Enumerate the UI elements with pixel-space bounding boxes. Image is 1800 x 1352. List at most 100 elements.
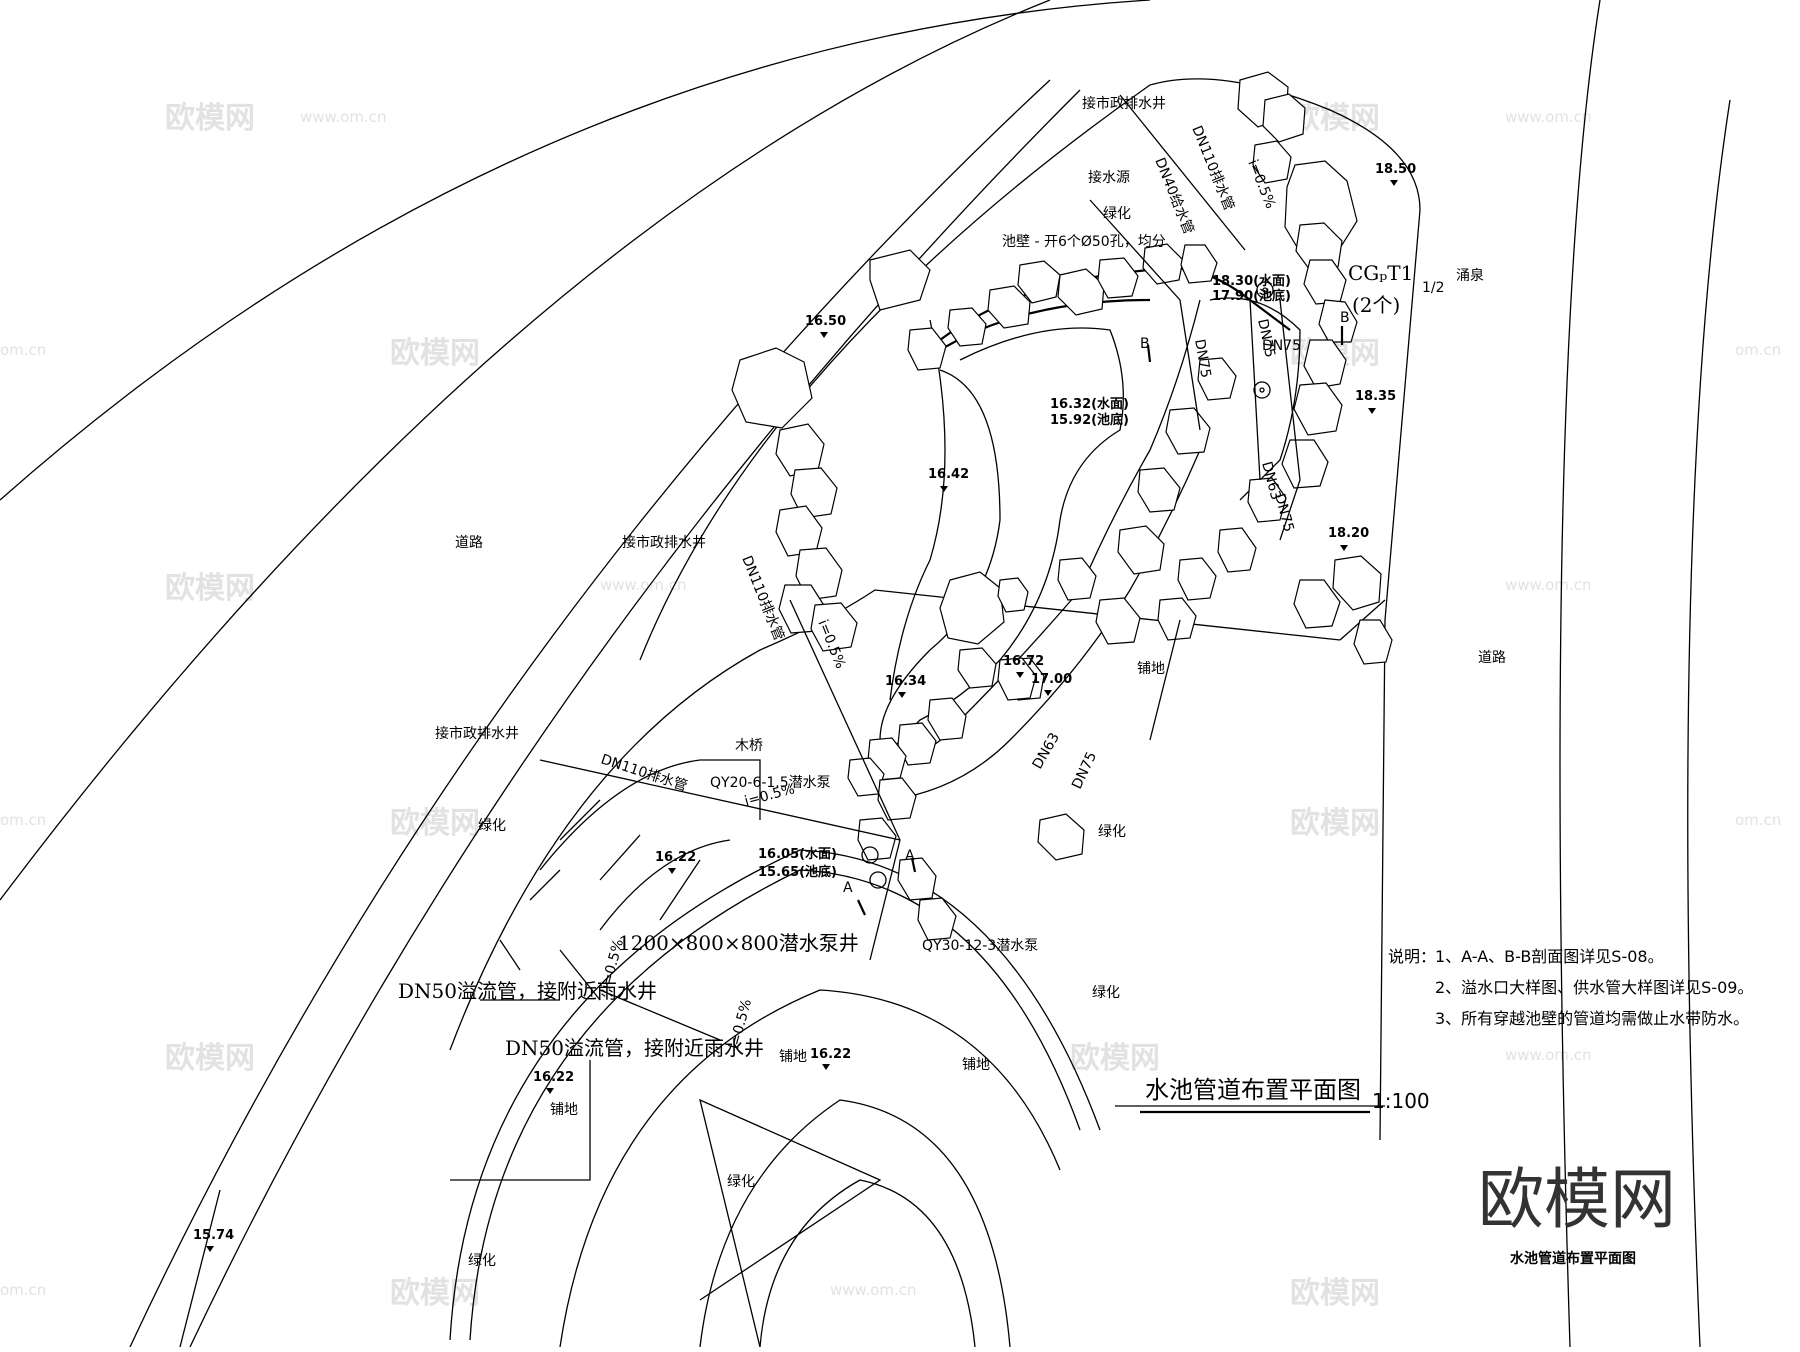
watermark-url: om.cn	[0, 811, 46, 829]
brand-logo: 欧模网	[1478, 1161, 1676, 1238]
elevation-triangle	[940, 486, 948, 492]
section-b-label: B	[1340, 310, 1350, 326]
elevation-triangle	[822, 1064, 830, 1070]
watermark-url: www.om.cn	[600, 576, 687, 594]
elevation-label: 16.72	[1003, 654, 1044, 669]
plaza-rings	[179, 759, 1101, 1348]
elevation-triangle	[1044, 690, 1052, 696]
drawing-scale: 1:100	[1372, 1089, 1430, 1113]
green-label: 绿化	[478, 818, 506, 834]
watermark-url: www.om.cn	[830, 1281, 917, 1299]
pool-wall-note: 池壁 - 开6个Ø50孔，均分	[1002, 234, 1166, 250]
elevation-label: 16.42	[928, 467, 969, 482]
watermark-logo: 欧模网	[165, 101, 255, 136]
watermark-logo: 欧模网	[1290, 1276, 1380, 1311]
section-b-label: B	[1140, 336, 1150, 352]
watermark-url: www.om.cn	[1505, 1046, 1592, 1064]
section-a-label: A	[843, 880, 853, 896]
pump-2-label: QY30-12-3潜水泵	[922, 938, 1038, 954]
dn110-drain-label: DN110排水管	[738, 554, 787, 643]
watermark-logo: 欧模网	[390, 1276, 480, 1311]
watermark-logo: 欧模网	[390, 806, 480, 841]
fountain-name: 涌泉	[1456, 267, 1484, 284]
title-block: 水池管道布置平面图 1:100 欧模网 水池管道布置平面图	[1145, 1076, 1676, 1267]
elevation-label: 18.20	[1328, 526, 1369, 541]
bridge-label: 木桥	[735, 738, 763, 754]
watermark-url: om.cn	[0, 1281, 46, 1299]
elevation-triangle	[546, 1088, 554, 1094]
overflow-label: DN50溢流管，接附近雨水井	[505, 1036, 764, 1060]
green-label: 绿化	[727, 1174, 755, 1190]
watermark-layer: 欧模网 www.om.cn 欧模网 www.om.cn 欧模网 om.cn 欧模…	[0, 101, 1781, 1311]
notes-heading: 说明：	[1388, 947, 1436, 966]
watermark-url: www.om.cn	[1505, 576, 1592, 594]
fountain-fraction: 1/2	[1422, 280, 1445, 296]
watermark-logo: 欧模网	[1290, 101, 1380, 136]
paving-label: 铺地	[550, 1102, 578, 1118]
elevation-label: 16.22	[655, 850, 696, 865]
dn40-supply-label: DN40给水管	[1151, 156, 1196, 237]
elevation-triangle	[206, 1246, 214, 1252]
elevation-label: 18.35	[1355, 389, 1396, 404]
paving-label: 铺地	[1137, 661, 1165, 677]
fountain-code: CGₚT1	[1348, 261, 1413, 285]
section-a-label: A	[905, 848, 915, 864]
drawing-subtitle: 水池管道布置平面图	[1510, 1250, 1636, 1267]
elevation-label: 18.50	[1375, 162, 1416, 177]
elevation-label: 16.34	[885, 674, 926, 689]
elevation-label: 16.22	[810, 1047, 851, 1062]
dn75-label: DN75	[1262, 338, 1301, 354]
design-notes: 说明： 1、A-A、B-B剖面图详见S-08。 2、溢水口大样图、供水管大样图详…	[1388, 947, 1753, 1028]
elevation-label: 17.00	[1031, 672, 1072, 687]
watermark-logo: 欧模网	[1070, 1041, 1160, 1076]
green-label: 绿化	[1103, 206, 1131, 222]
pool-water-level: 16.05(水面)	[758, 846, 837, 862]
road-lines	[0, 0, 1731, 1348]
watermark-url: www.om.cn	[1505, 108, 1592, 126]
elevation-label: 15.74	[193, 1228, 234, 1243]
note-item: 2、溢水口大样图、供水管大样图详见S-09。	[1435, 978, 1753, 997]
road-label: 道路	[455, 535, 483, 551]
elevation-triangle	[1390, 180, 1398, 186]
elevation-markers: 18.50 16.50 18.35 18.20 16.42 16.34 16.7…	[193, 162, 1416, 1252]
rock-edging	[731, 71, 1393, 941]
pump-1-label: QY20-6-1.5潜水泵	[710, 775, 831, 791]
elevation-triangle	[898, 692, 906, 698]
paving-label: 铺地	[962, 1057, 990, 1073]
elevation-triangle	[1368, 408, 1376, 414]
dn75-label: DN75	[1069, 750, 1100, 792]
pool-bottom-level: 17.90(池底)	[1212, 288, 1291, 304]
elevation-triangle	[668, 868, 676, 874]
watermark-logo: 欧模网	[165, 571, 255, 606]
pool-water-level: 16.32(水面)	[1050, 396, 1129, 412]
elevation-triangle	[820, 332, 828, 338]
elevation-triangle	[1340, 545, 1348, 551]
elevation-triangle	[1016, 672, 1024, 678]
pump-pit-label: 1200×800×800潜水泵井	[618, 931, 859, 955]
watermark-logo: 欧模网	[390, 336, 480, 371]
road-label: 道路	[1478, 650, 1506, 666]
fountain-count: (2个)	[1352, 293, 1400, 317]
watermark-url: om.cn	[0, 341, 46, 359]
dn63-label: DN63	[1030, 730, 1063, 772]
drain-well-label: 接市政排水井	[622, 534, 706, 551]
green-label: 绿化	[1092, 985, 1120, 1001]
dn110-drain-label: DN110排水管	[1188, 124, 1237, 213]
paving-label: 铺地	[779, 1049, 807, 1065]
dn110-drain-label: DN110排水管	[599, 752, 690, 795]
water-source-label: 接水源	[1088, 169, 1130, 186]
note-item: 3、所有穿越池壁的管道均需做止水带防水。	[1435, 1009, 1749, 1028]
pool-water-level: 18.30(水面)	[1212, 273, 1291, 289]
watermark-logo: 欧模网	[165, 1041, 255, 1076]
drawing-title: 水池管道布置平面图	[1145, 1076, 1361, 1104]
pipe-lines	[539, 94, 1385, 1114]
dn75-label: DN75	[1254, 318, 1278, 360]
watermark-logo: 欧模网	[1290, 806, 1380, 841]
pool-bottom-level: 15.65(池底)	[758, 864, 837, 880]
overflow-label: DN50溢流管，接附近雨水井	[398, 979, 657, 1003]
elevation-label: 16.50	[805, 314, 846, 329]
watermark-url: om.cn	[1735, 811, 1781, 829]
pool-bottom-level: 15.92(池底)	[1050, 412, 1129, 428]
